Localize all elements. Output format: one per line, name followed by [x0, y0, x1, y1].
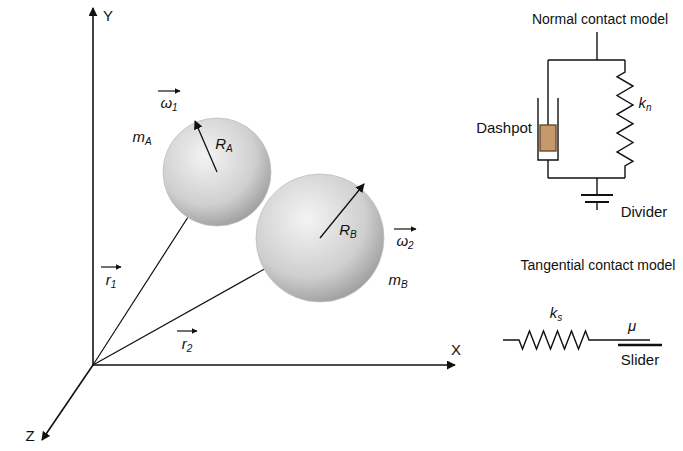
- axis-label: X: [451, 342, 461, 359]
- spring-ks: [503, 331, 605, 349]
- model-title: Normal contact model: [532, 12, 668, 27]
- wire: [596, 178, 597, 195]
- component-label: Divider: [621, 204, 668, 221]
- angular-velocity-label: ω1: [160, 95, 177, 113]
- axes: [42, 8, 455, 440]
- mass-label: mA: [132, 129, 151, 147]
- angular-velocity-label: ω2: [396, 233, 413, 251]
- z-axis: [42, 365, 93, 440]
- model-title: Tangential contact model: [521, 258, 676, 273]
- spring-kn: [617, 60, 633, 178]
- component-label: Slider: [621, 352, 659, 369]
- axis-label: Y: [103, 8, 113, 25]
- position-vector-label: r1: [106, 272, 117, 290]
- vector-overbar: [177, 330, 197, 331]
- vector-overbar: [394, 228, 416, 229]
- dashpot-cylinder: [538, 98, 558, 160]
- divider-plate: [581, 194, 613, 196]
- vector-overbar: [158, 90, 180, 91]
- wire: [548, 59, 625, 60]
- wire: [596, 32, 597, 60]
- position-vector-label: r2: [182, 336, 193, 354]
- axis-label: Z: [25, 428, 34, 445]
- wire: [605, 339, 650, 340]
- dashpot-piston: [540, 125, 556, 151]
- piston-rod: [547, 60, 548, 125]
- sphere-outline: [255, 173, 385, 303]
- radius-label: RB: [339, 222, 357, 240]
- tangential-contact-model: [605, 340, 662, 345]
- normal-contact-model: [538, 32, 625, 210]
- slider-surface: [618, 344, 662, 346]
- component-label: Dashpot: [476, 120, 532, 137]
- springs: [503, 60, 633, 349]
- mass-label: mB: [388, 272, 407, 290]
- stiffness-label: ks: [550, 305, 563, 323]
- stiffness-label: kn: [638, 95, 651, 113]
- radius-arrow: [320, 184, 364, 238]
- sphere: mARA: [162, 117, 272, 227]
- friction-label: μ: [628, 318, 636, 335]
- sphere-outline: [162, 117, 272, 227]
- wire: [547, 160, 548, 178]
- x-axis: [93, 364, 455, 366]
- radius-label: RA: [215, 136, 233, 154]
- wire: [548, 177, 625, 178]
- sphere: RBmB: [255, 173, 385, 303]
- y-axis: [92, 8, 94, 365]
- sphere-body: [163, 118, 271, 226]
- vector-arrows: [93, 91, 416, 365]
- wire: [596, 202, 597, 210]
- vector-overbar: [101, 266, 121, 267]
- radius-arrow: [195, 121, 217, 172]
- sphere-body: [256, 174, 384, 302]
